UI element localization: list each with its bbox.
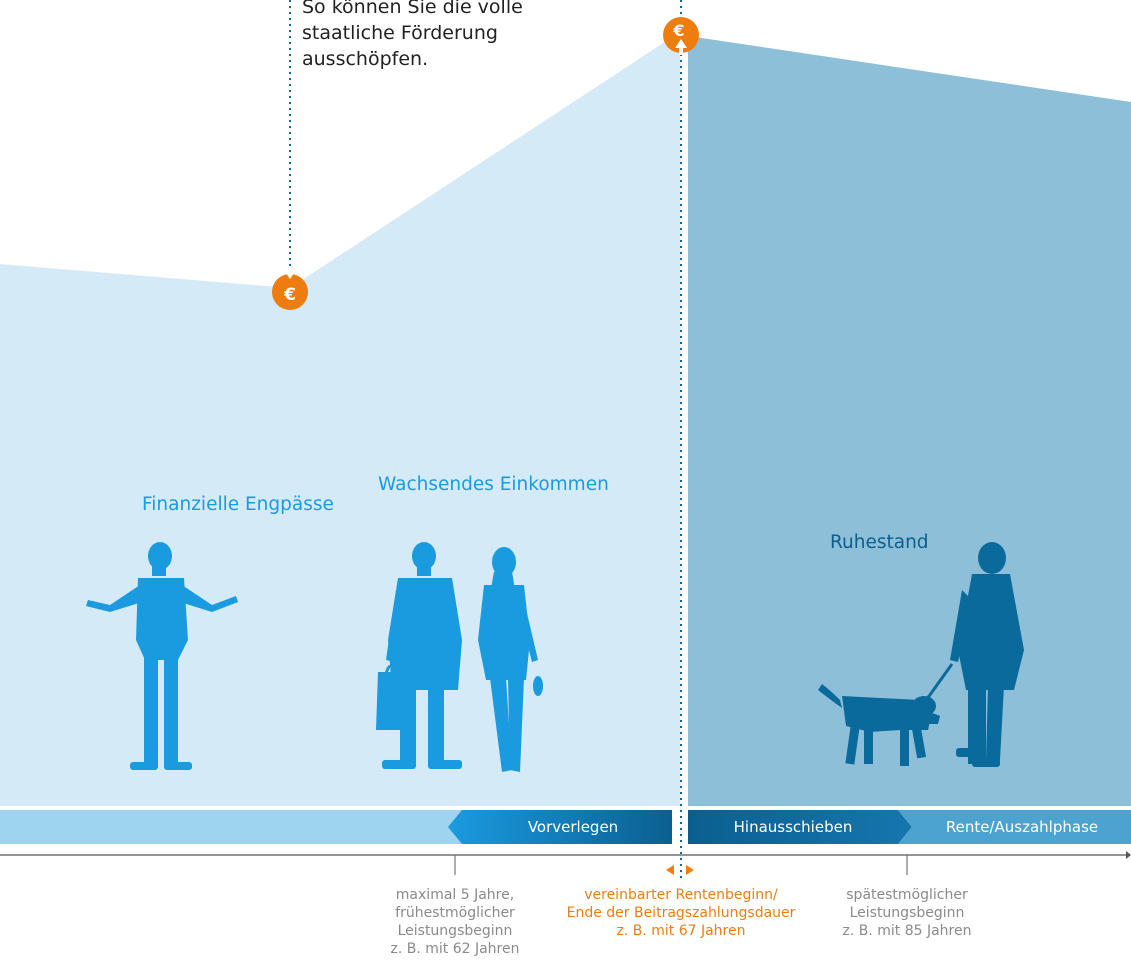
tick-early-line-1: maximal 5 Jahre, (395, 887, 515, 903)
tick-agreed-line-3: z. B. mit 67 Jahren (616, 923, 746, 939)
bar-label-rente: Rente/Auszahlphase (945, 818, 1099, 836)
euro-symbol-low: € (283, 285, 296, 305)
note-line-3: ausschöpfen. (302, 48, 429, 70)
note-text: So können Sie die volle staatliche Förde… (302, 0, 602, 72)
tick-early-line-4: z. B. mit 62 Jahren (390, 941, 520, 957)
euro-coin-low-icon: € (272, 270, 308, 310)
tick-early-line-2: frühestmöglicher (395, 905, 515, 921)
axis-arrow (1126, 851, 1131, 859)
couple-walking-icon (376, 542, 543, 772)
phase-title-engpaesse: Finanzielle Engpässe (142, 494, 334, 515)
tick-agreed-line-1: vereinbarter Rentenbeginn/ (584, 887, 778, 903)
phase-bar-left (0, 810, 462, 844)
tick-latest-line-3: z. B. mit 85 Jahren (842, 923, 972, 939)
tick-label-early: maximal 5 Jahre, frühestmöglicher Leistu… (355, 886, 555, 958)
phase-title-einkommen: Wachsendes Einkommen (378, 474, 609, 495)
note-line-2: staatliche Förderung (302, 22, 498, 44)
tick-latest-line-1: spätestmöglicher (846, 887, 968, 903)
payout-phase-area (688, 36, 1131, 806)
tick-label-agreed: vereinbarter Rentenbeginn/ Ende der Beit… (546, 886, 816, 940)
tick-latest-line-2: Leistungsbeginn (849, 905, 965, 921)
euro-symbol-high: € (672, 21, 684, 40)
euro-coin-high-icon: € (663, 17, 699, 55)
range-arrow-right (686, 865, 694, 875)
rente-segment (898, 810, 1131, 844)
hinausschieben-segment (688, 810, 912, 844)
person-shrugging-icon (86, 542, 238, 770)
bar-label-hinausschieben: Hinausschieben (733, 818, 853, 836)
senior-with-dog-icon (818, 542, 1024, 767)
range-arrow-left (666, 865, 674, 875)
vorverlegen-segment (448, 810, 672, 844)
tick-agreed-line-2: Ende der Beitragszahlungsdauer (566, 905, 796, 921)
tick-label-latest: spätestmöglicher Leistungsbeginn z. B. m… (807, 886, 1007, 940)
bar-label-vorverlegen: Vorverlegen (527, 818, 619, 836)
savings-phase-area (0, 32, 680, 806)
tick-early-line-3: Leistungsbeginn (397, 923, 513, 939)
note-line-1: So können Sie die volle (302, 0, 523, 18)
phase-title-ruhestand: Ruhestand (830, 532, 929, 553)
